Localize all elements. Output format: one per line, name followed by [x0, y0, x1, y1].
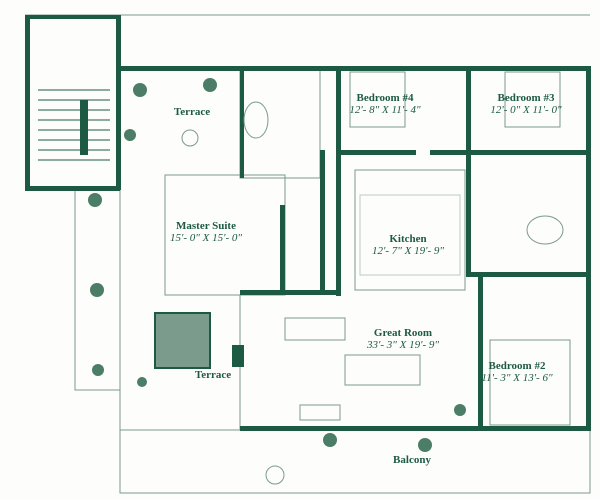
- bathtub-bed3: [526, 215, 564, 245]
- plants: [88, 78, 466, 452]
- room-label-master-suite: Master Suite 15'- 0" X 15'- 0": [170, 220, 242, 244]
- room-label-bedroom-2: Bedroom #2 11'- 3" X 13'- 6": [481, 360, 552, 384]
- room-name: Bedroom #3: [497, 92, 555, 104]
- room-label-terrace-upper: Terrace: [174, 106, 210, 118]
- room-name: Balcony: [393, 454, 431, 466]
- room-label-great-room: Great Room 33'- 3" X 19'- 9": [367, 327, 439, 351]
- room-label-kitchen: Kitchen 12'- 7" X 19'- 9": [372, 233, 444, 257]
- spa-tub: [154, 312, 211, 369]
- room-dimensions: 12'- 8" X 11'- 4": [349, 104, 421, 116]
- walls: [25, 15, 591, 431]
- room-label-terrace-lower: Terrace: [195, 369, 231, 381]
- room-dimensions: 15'- 0" X 15'- 0": [170, 232, 242, 244]
- room-label-bedroom-3: Bedroom #3 12'- 0" X 11'- 0": [490, 92, 561, 116]
- room-name: Terrace: [194, 369, 232, 381]
- kitchen-tile: [359, 194, 461, 276]
- room-name: Terrace: [173, 106, 211, 118]
- room-dimensions: 11'- 3" X 13'- 6": [481, 372, 553, 384]
- bathtub-master: [243, 101, 269, 139]
- thin-outlines: [25, 14, 591, 494]
- room-name: Great Room: [373, 327, 433, 339]
- room-dimensions: 12'- 7" X 19'- 9": [372, 245, 444, 257]
- room-name: Bedroom #2: [488, 360, 546, 372]
- room-name: Kitchen: [389, 233, 427, 245]
- room-name: Bedroom #4: [356, 92, 414, 104]
- room-label-bedroom-4: Bedroom #4 12'- 8" X 11'- 4": [349, 92, 420, 116]
- room-dimensions: 12'- 0" X 11'- 0": [490, 104, 562, 116]
- stairs: [38, 89, 110, 161]
- room-name: Master Suite: [176, 220, 236, 232]
- table-balcony: [265, 465, 285, 485]
- room-label-balcony: Balcony: [393, 454, 431, 466]
- room-dimensions: 33'- 3" X 19'- 9": [367, 339, 439, 351]
- table-terrace-upper: [181, 129, 199, 147]
